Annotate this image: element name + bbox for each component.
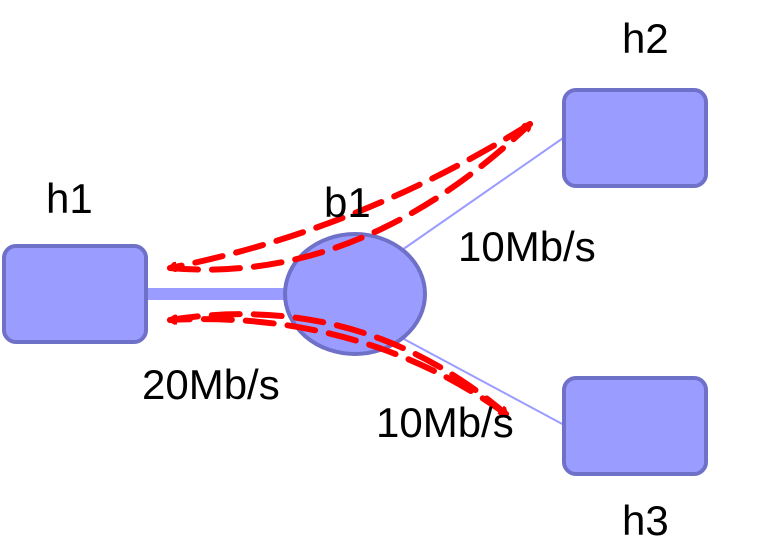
node-b1[interactable] xyxy=(283,232,427,356)
link-b1-h2 xyxy=(401,135,567,251)
node-h3[interactable] xyxy=(562,376,708,476)
label-h1: h1 xyxy=(46,175,93,222)
label-link-h1-b1: 20Mb/s xyxy=(142,361,280,408)
flow-h2-to-h1 xyxy=(170,121,533,268)
label-link-b1-h2: 10Mb/s xyxy=(458,223,596,270)
label-b1: b1 xyxy=(324,179,371,226)
label-link-b1-h3: 10Mb/s xyxy=(376,399,514,446)
node-h1[interactable] xyxy=(2,244,148,344)
node-h2[interactable] xyxy=(562,88,708,188)
label-h2: h2 xyxy=(622,15,669,62)
link-b1-h3 xyxy=(401,337,567,427)
label-h3: h3 xyxy=(622,497,669,544)
flow-h1-to-h2 xyxy=(167,121,533,273)
flow-h3-to-h1 xyxy=(170,319,509,417)
flow-h1-to-h3 xyxy=(167,311,509,417)
